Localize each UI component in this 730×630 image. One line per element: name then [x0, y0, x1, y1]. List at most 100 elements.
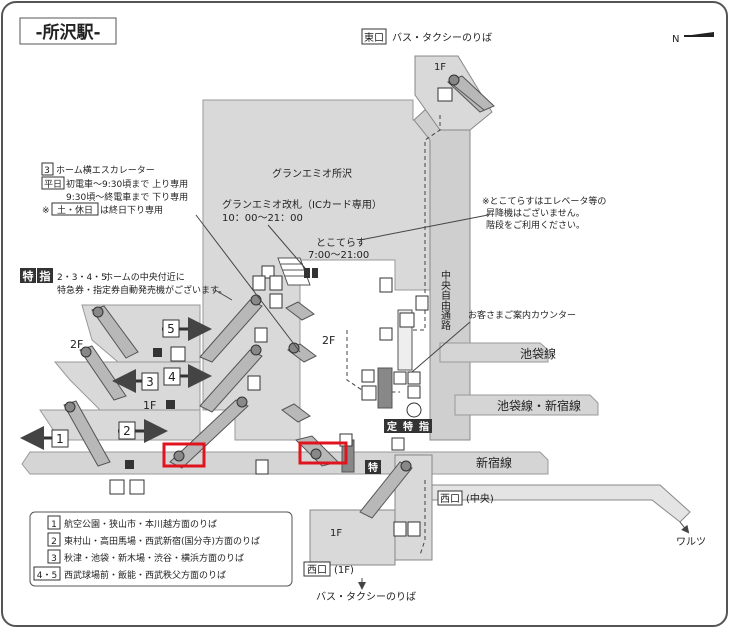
floor-2f-left: 2F: [70, 338, 83, 351]
shop-icon: [254, 327, 268, 343]
svg-text:N: N: [672, 34, 679, 45]
badge-tei: 定: [387, 420, 397, 433]
west-exit-label: 西口: [440, 494, 460, 505]
title-box: [19, 17, 117, 45]
west-exit-floor-label: 西口: [307, 565, 327, 576]
platform-4: 4: [168, 370, 176, 384]
wheelchair-icon: [252, 275, 266, 291]
legend: 1 航空公園・狭山市・本川越方面のりば 2 東村山・高田馬場・西武新宿(国分寺)…: [33, 515, 260, 581]
east-exit-box: [361, 28, 387, 45]
tokushi-note: 特 指 2・3・4・5 ホームの中央付近に 特急券・指定券自動発売機がございます…: [20, 268, 233, 301]
svg-text:3: 3: [44, 166, 50, 176]
svg-text:ホームの中央付近に: ホームの中央付近に: [104, 271, 185, 283]
svg-text:※: ※: [42, 206, 50, 216]
west-exit-area: [309, 509, 396, 566]
restroom-icon: [170, 346, 186, 362]
west-exit-floor-note: (1F): [334, 565, 354, 576]
west-exit-floor-box: [303, 561, 331, 577]
compass-icon: N: [672, 32, 714, 45]
passage-label: 中央自由通路: [439, 269, 451, 331]
svg-text:平日: 平日: [44, 179, 62, 190]
counter-label: お客さまご案内カウンター: [468, 309, 576, 321]
toilet-icon: [269, 275, 283, 291]
locker-icon: [393, 371, 407, 385]
office-icon: [247, 375, 261, 391]
square-marker: [166, 400, 175, 409]
platform-labels: 5 3 4 2 1: [20, 317, 212, 450]
line-label-shinjuku: 新宿線: [476, 455, 512, 470]
ticket-icon: [361, 385, 377, 401]
highlight-box-left: [162, 442, 206, 468]
svg-text:指: 指: [40, 269, 51, 283]
ticket-badges: 定 特 指 特: [365, 402, 432, 474]
tokotorasu-label: とこてらす: [316, 237, 366, 249]
badge-toku-2: 特: [368, 461, 378, 474]
highlight-box-center: [298, 441, 348, 465]
line-label-ikebukuro-shinjuku: 池袋線・新宿線: [497, 398, 581, 413]
west-exit-box: [437, 490, 463, 506]
stairs-icon: [391, 437, 405, 451]
svg-text:特急券・指定券自動発売機がございます。: 特急券・指定券自動発売機がございます。: [57, 284, 227, 296]
restroom-icon: [129, 479, 145, 495]
square-marker: [153, 348, 162, 357]
office-icon: [399, 312, 415, 328]
svg-text:ホーム横エスカレーター: ホーム横エスカレーター: [56, 164, 155, 176]
elevator-icon: [407, 521, 421, 537]
platform-2: 2: [123, 424, 131, 438]
legend-num-3: 3: [51, 554, 57, 564]
legend-text-3: 秋津・池袋・新木場・渋谷・横浜方面のりば: [64, 552, 244, 564]
east-exit-note: バス・タクシーのりば: [392, 32, 492, 44]
west-exit-note: バス・タクシーのりば: [316, 591, 416, 603]
east-escalator: [447, 74, 495, 113]
tokotorasu-hours: 7:00〜21:00: [308, 250, 369, 261]
platform-5: 5: [167, 322, 175, 336]
west-exit-center: (中央): [466, 492, 494, 505]
elevator-icon: [109, 479, 125, 495]
route-line-east: [400, 115, 441, 331]
restaurant-icon: [255, 459, 269, 475]
track-ikebukuro: [439, 342, 549, 363]
tokotorasu-note-2: 昇降機はございません。: [486, 207, 585, 219]
restaurant-icon: [379, 277, 393, 293]
phone-icon: [415, 295, 429, 311]
escalator-note: 3 ホーム横エスカレーター 平日 初電車〜9:30頃まで 上り専用 9:30頃〜…: [41, 162, 301, 353]
map-title: -所沢駅-: [35, 22, 100, 43]
counter-leader: [411, 321, 471, 373]
legend-num-1: 1: [51, 520, 57, 530]
gate-label: グランエミオ改札（ICカード専用）: [222, 198, 382, 211]
track-ikebukuro-shinjuku: [454, 394, 599, 416]
east-exit-label: 東口: [364, 31, 384, 44]
legend-num-2: 2: [51, 537, 57, 547]
granemio-label: グランエミオ所沢: [272, 167, 352, 180]
stairs-icon: [379, 327, 393, 341]
phone-icon: [269, 293, 283, 309]
legend-text-4: 西武球場前・飯能・西武秩父方面のりば: [64, 569, 226, 581]
svg-text:9:30頃〜終電車まで 下り専用: 9:30頃〜終電車まで 下り専用: [66, 191, 188, 203]
stairs-icon: [437, 87, 453, 102]
floor-2f-center: 2F: [322, 334, 335, 347]
west-floor-label: 1F: [330, 528, 342, 539]
tokotorasu-note-3: 階段をご利用ください。: [486, 219, 585, 231]
floor-1f-left: 1F: [143, 399, 156, 412]
route-line-gate: [346, 330, 400, 393]
svg-text:は終日下り専用: は終日下り専用: [100, 204, 163, 216]
shop-icon: [407, 371, 421, 385]
legend-text-1: 航空公園・狭山市・本川越方面のりば: [64, 518, 217, 530]
svg-text:特: 特: [23, 269, 34, 283]
warutsu-label: ワルツ: [676, 537, 706, 548]
east-exit-area: [414, 55, 493, 131]
svg-text:土・休日: 土・休日: [57, 204, 93, 216]
gate-leader: [267, 224, 306, 269]
phone-icon: [407, 385, 421, 399]
west-escalator: [359, 461, 413, 519]
legend-box: [29, 511, 293, 587]
platform-1: 1: [56, 432, 64, 446]
stairs-icon: [361, 369, 375, 383]
route-line-west: [419, 480, 426, 556]
line-label-ikebukuro: 池袋線: [520, 346, 556, 361]
legend-text-2: 東村山・高田馬場・西武新宿(国分寺)方面のりば: [64, 535, 260, 547]
tokotorasu-leader: [359, 214, 489, 241]
badge-shi: 指: [419, 420, 429, 433]
tokotorasu-note-1: ※とこてらすはエレベータ等の: [482, 195, 606, 207]
